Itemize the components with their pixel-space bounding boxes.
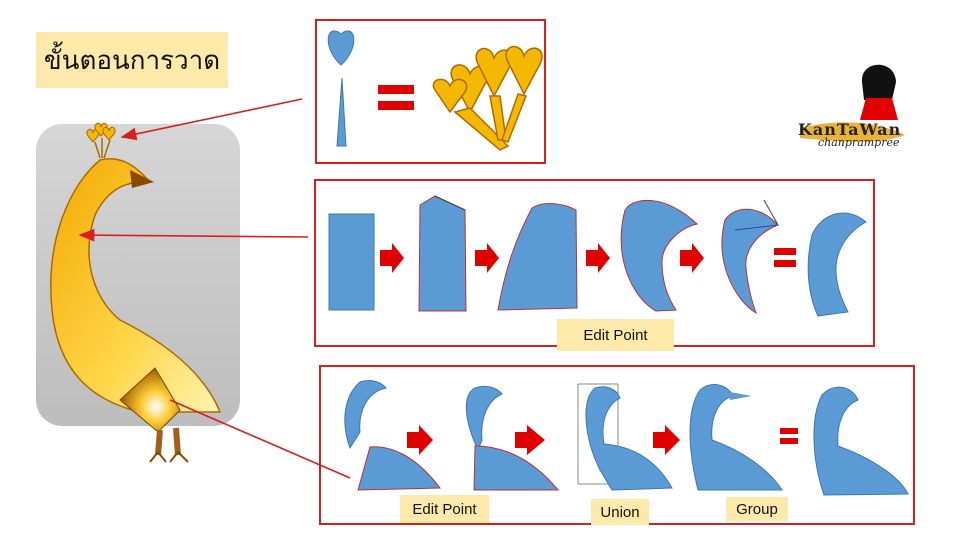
heart-shape	[327, 30, 355, 66]
peacock-illustration	[50, 122, 222, 463]
equals-bottom	[378, 101, 414, 110]
label-edit-point-1: Edit Point	[557, 319, 674, 351]
logo-mascot	[800, 64, 905, 142]
page-title: ขั้นตอนการวาด	[36, 32, 228, 88]
body-steps	[344, 380, 909, 496]
logo-name: KanTaWan	[798, 120, 902, 139]
arrow-crest	[120, 98, 303, 141]
crest-steps	[327, 30, 543, 151]
arrow-neck	[78, 228, 309, 242]
logo-subtitle: chanprampree	[818, 136, 900, 149]
label-union: Union	[591, 499, 649, 525]
label-group: Group	[726, 497, 788, 521]
label-edit-point-2: Edit Point	[400, 495, 489, 523]
panel-crest	[315, 19, 546, 164]
stick-shape	[336, 77, 347, 147]
equals-top	[378, 85, 414, 94]
neck-steps	[328, 195, 867, 317]
crest-result	[432, 45, 543, 151]
